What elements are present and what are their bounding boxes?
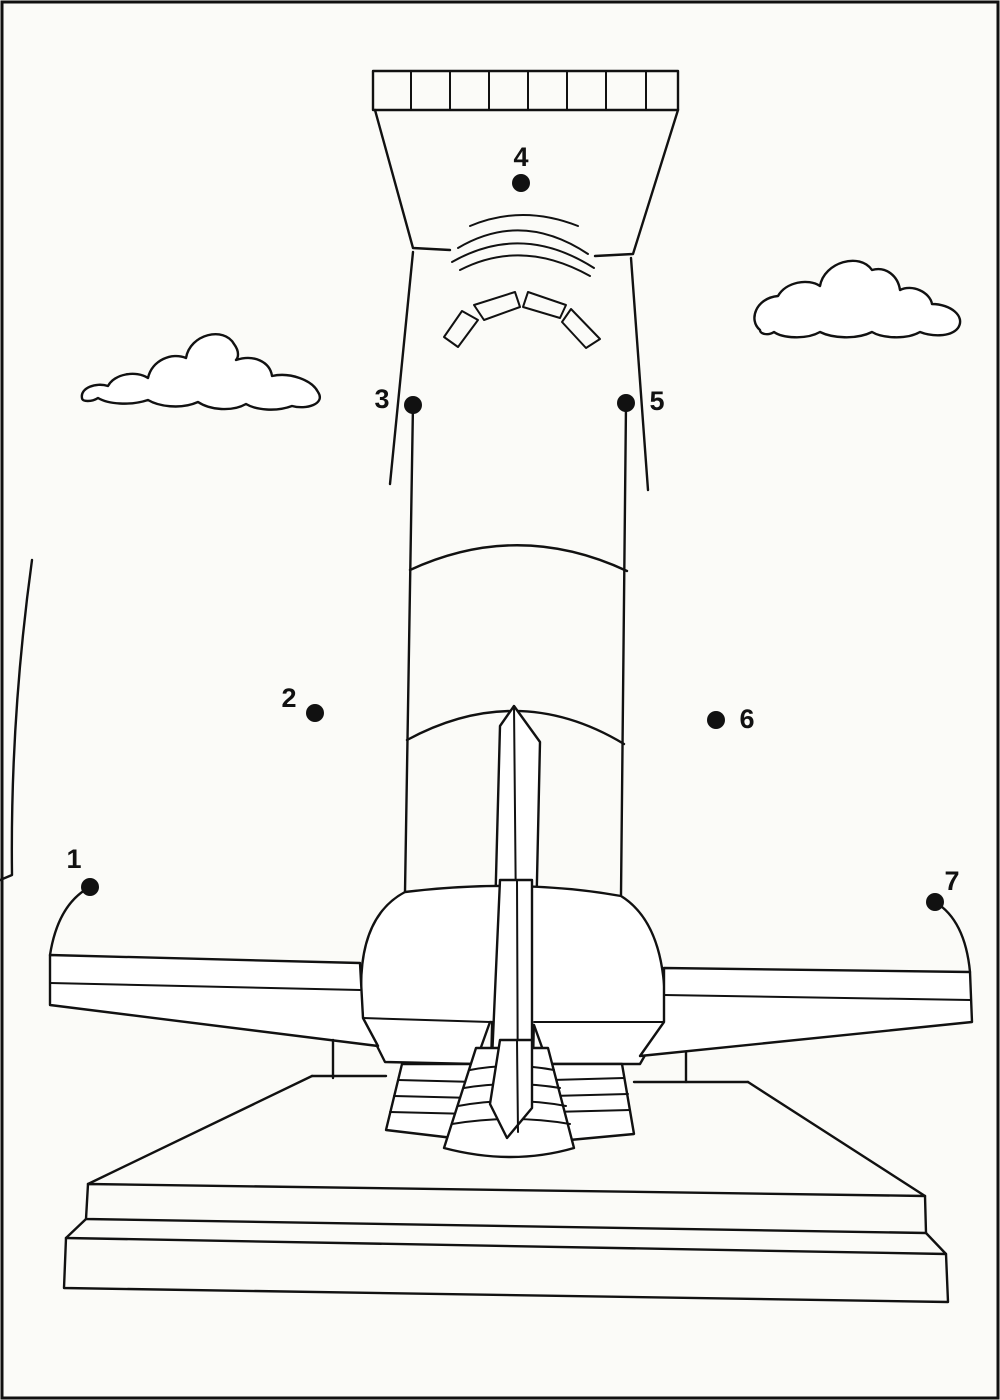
dot-5-number: 5 — [649, 386, 664, 416]
dot-4-marker[interactable] — [512, 174, 530, 192]
dot-1-leader — [48, 885, 92, 957]
crown-battlement — [371, 69, 680, 112]
dot-6-number: 6 — [739, 704, 754, 734]
left-edge-arc — [0, 558, 34, 882]
dot-6-marker[interactable] — [707, 711, 725, 729]
dot-6[interactable]: 6 — [707, 704, 755, 734]
dot-5-marker[interactable] — [617, 394, 635, 412]
cloud-left-icon — [80, 333, 321, 411]
dot-2[interactable]: 2 — [281, 683, 324, 722]
dot-3-number: 3 — [374, 384, 389, 414]
dot-3-marker[interactable] — [404, 396, 422, 414]
dot-1-marker[interactable] — [81, 878, 99, 896]
exhaust-nozzles — [384, 1038, 636, 1159]
dot-7-marker[interactable] — [926, 893, 944, 911]
launch-pad-icon — [62, 1074, 950, 1304]
dot-1-number: 1 — [66, 844, 81, 874]
rocket-tower-outline-icon — [48, 69, 974, 1159]
dot-4-number: 4 — [513, 142, 528, 172]
dot-4[interactable]: 4 — [512, 142, 530, 192]
dot-2-number: 2 — [281, 683, 296, 713]
dot-3[interactable]: 3 — [374, 384, 422, 414]
cloud-right-icon — [753, 259, 962, 339]
dot-7-leader — [933, 900, 972, 974]
dot-7-number: 7 — [944, 866, 959, 896]
dot-2-marker[interactable] — [306, 704, 324, 722]
dot-7[interactable]: 7 — [926, 866, 960, 911]
dot-5[interactable]: 5 — [617, 386, 665, 416]
dot-1[interactable]: 1 — [66, 844, 99, 896]
